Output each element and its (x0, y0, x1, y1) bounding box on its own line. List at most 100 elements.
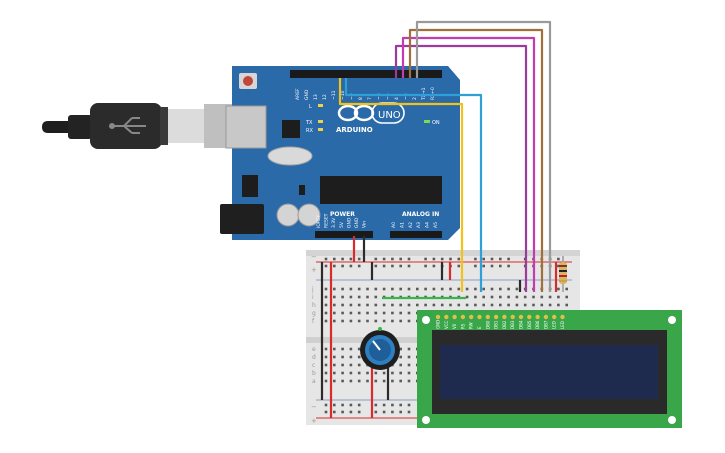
digital-pin-label: 4 (394, 97, 400, 100)
led-l-label: L (309, 104, 312, 110)
digital-pin-label: GND (304, 89, 310, 100)
lcd-pin-label: DB6 (535, 320, 540, 329)
rail-plus-top: + (311, 266, 317, 274)
power-pin-label: GND (346, 217, 352, 228)
lcd-pin-label: DB5 (527, 320, 532, 329)
lcd-pin-label: RW (469, 322, 474, 329)
wire-purple (394, 44, 528, 292)
digital-pin-label: ~3 (403, 93, 409, 100)
digital-pin-label: RX←0 (430, 87, 436, 100)
row-letter: b (312, 370, 316, 377)
lcd-pin (560, 314, 565, 320)
wire-yellow (338, 78, 464, 292)
digital-pin-label: ~6 (376, 93, 382, 100)
analog-pin-label: A4 (425, 222, 431, 228)
row-letter: e (312, 346, 316, 353)
digital-pin-label: ~11 (331, 90, 337, 100)
power-pin-label: 5V (339, 221, 345, 228)
lcd-pin-label: DB2 (502, 320, 507, 329)
digital-pin-label: ~5 (385, 93, 391, 100)
lcd-pin (452, 314, 457, 320)
lcd-pin (485, 314, 490, 320)
analog-pin-label: A1 (399, 222, 405, 228)
power-pin-label: IOREF (316, 214, 322, 228)
power-pin-label: RESET (324, 213, 330, 228)
lcd-pin-label: RS (460, 323, 465, 329)
rail-minus-bottom: − (311, 403, 317, 411)
digital-pin-label: AREF (295, 88, 301, 100)
wire-gray (415, 20, 552, 292)
lcd-screen (440, 345, 658, 399)
digital-pin-label: 7 (367, 97, 373, 100)
analog-title: ANALOG IN (402, 211, 439, 218)
led-rx-label: RX (306, 128, 313, 134)
lcd-pin (527, 314, 532, 320)
row-letter: h (312, 302, 316, 309)
brand-label: ARDUINO (336, 126, 373, 134)
digital-header (290, 70, 442, 78)
lcd-pin-label: E (477, 326, 482, 329)
power-header (315, 231, 373, 238)
led-on-label: ON (432, 120, 440, 126)
usb-cable-icon (42, 103, 234, 149)
power-title: POWER (330, 211, 355, 218)
lcd-pin (510, 314, 515, 320)
lcd-pin-label: DB3 (510, 320, 515, 329)
power-pin-label: Vin (362, 221, 368, 228)
resistor-icon (559, 256, 567, 292)
row-letter: a (312, 378, 316, 385)
lcd-pin-label: DB4 (519, 320, 524, 329)
row-letter: f (312, 318, 315, 325)
power-pin-label: 3.3V (331, 217, 337, 228)
wire-brown (408, 28, 544, 292)
analog-pin-label: A5 (433, 222, 439, 228)
lcd-pin (477, 314, 482, 320)
row-letter: j (311, 286, 314, 293)
lcd-pin-label: DB7 (543, 320, 548, 329)
lcd-pin (518, 314, 524, 320)
lcd-pin (502, 314, 507, 320)
lcd-pin (460, 314, 466, 320)
wire-magenta (401, 36, 536, 292)
potentiometer-icon (360, 327, 400, 370)
digital-pin-label: ~10 (340, 90, 346, 100)
lcd-pin-label: LED (560, 321, 565, 329)
digital-pin-label: 12 (322, 94, 328, 100)
led-tx-label: TX (305, 120, 313, 126)
lcd-pin (543, 314, 549, 320)
row-letter: c (312, 362, 315, 369)
lcd-pin (435, 314, 441, 320)
lcd-pin-label: GND (436, 320, 441, 329)
lcd-pin-label: V0 (452, 323, 457, 329)
power-pin-label: GND (354, 217, 360, 228)
wire-blue (344, 78, 483, 292)
wires (320, 20, 558, 418)
row-letter: i (312, 294, 314, 301)
analog-pin-label: A3 (416, 222, 422, 228)
lcd-pin (535, 314, 540, 320)
power-jack (220, 204, 264, 234)
digital-pin-label: 2 (412, 97, 418, 100)
model-label: UNO (378, 110, 401, 121)
lcd-pin (493, 314, 499, 320)
digital-pin-label: ~9 (349, 93, 355, 100)
lcd-pin-label: DB1 (494, 320, 499, 329)
lcd-pin (469, 314, 474, 320)
lcd-pin-label: LED (552, 321, 557, 329)
analog-header (390, 231, 442, 238)
lcd-pin-label: DB0 (485, 320, 490, 329)
row-letter: d (312, 354, 316, 361)
analog-pin-label: A2 (408, 222, 414, 228)
lcd-pin-label: VCC (444, 320, 449, 329)
rail-plus-bottom: + (311, 417, 317, 425)
lcd-pin (444, 314, 449, 320)
arduino-uno-board: ARDUINO UNO POWER ANALOG IN L TX RX ON A… (220, 66, 460, 240)
rail-minus-top: − (311, 253, 317, 261)
